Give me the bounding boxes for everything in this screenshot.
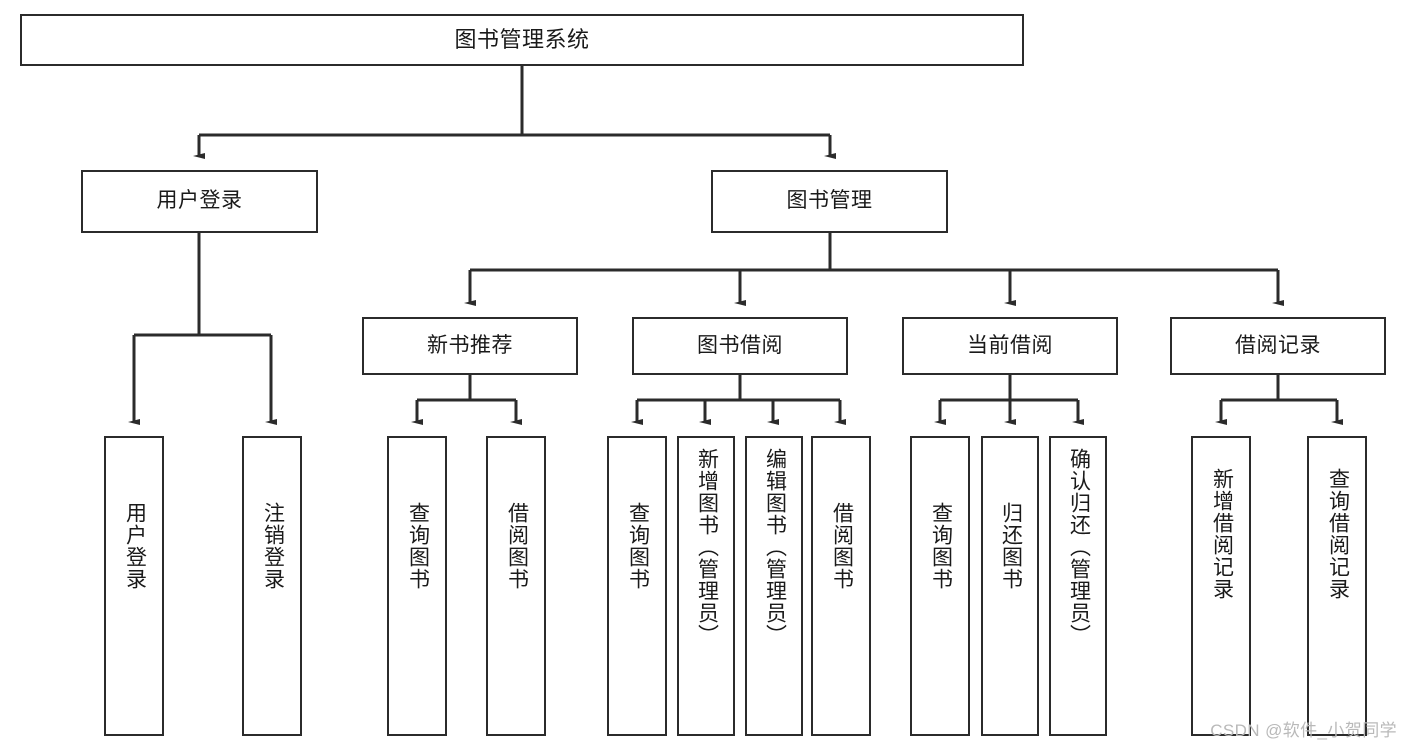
leaf-book-borrow-query-book[interactable]: 查询图书 xyxy=(607,436,667,736)
node-book-borrow[interactable]: 图书借阅 xyxy=(632,317,848,375)
node-user-login[interactable]: 用户登录 xyxy=(81,170,318,233)
leaf-book-borrow-borrow-book[interactable]: 借阅图书 xyxy=(811,436,871,736)
node-borrow-record[interactable]: 借阅记录 xyxy=(1170,317,1386,375)
node-label: 查询图书 xyxy=(406,502,430,590)
node-label: 归还图书 xyxy=(999,502,1023,590)
leaf-current-borrow-query-book[interactable]: 查询图书 xyxy=(910,436,970,736)
node-label: 查询借阅记录 xyxy=(1326,468,1350,600)
leaf-current-borrow-return-book[interactable]: 归还图书 xyxy=(981,436,1039,736)
node-root-book-management-system[interactable]: 图书管理系统 xyxy=(20,14,1024,66)
node-label: 图书管理 xyxy=(786,189,873,213)
leaf-user-login-logout[interactable]: 注销登录 xyxy=(242,436,302,736)
leaf-book-borrow-add-book-admin[interactable]: 新增图书（管理员） xyxy=(677,436,735,736)
node-label: 编辑图书（管理员） xyxy=(763,448,787,646)
node-label: 借阅图书 xyxy=(830,502,854,590)
node-label: 查询图书 xyxy=(929,502,953,590)
node-label: 借阅记录 xyxy=(1235,333,1321,357)
watermark-text: CSDN @软件_小贺同学 xyxy=(1210,721,1397,740)
leaf-borrow-record-add-record[interactable]: 新增借阅记录 xyxy=(1191,436,1251,736)
leaf-current-borrow-confirm-return-admin[interactable]: 确认归还（管理员） xyxy=(1049,436,1107,736)
node-label: 新增借阅记录 xyxy=(1210,468,1234,600)
leaf-new-book-query-book[interactable]: 查询图书 xyxy=(387,436,447,736)
leaf-book-borrow-edit-book-admin[interactable]: 编辑图书（管理员） xyxy=(745,436,803,736)
node-label: 用户登录 xyxy=(156,189,243,213)
leaf-borrow-record-query-record[interactable]: 查询借阅记录 xyxy=(1307,436,1367,736)
node-new-book-recommend[interactable]: 新书推荐 xyxy=(362,317,578,375)
node-label: 查询图书 xyxy=(626,502,650,590)
node-label: 新书推荐 xyxy=(427,333,513,357)
node-label: 图书管理系统 xyxy=(454,27,590,53)
node-label: 注销登录 xyxy=(261,502,285,590)
node-label: 确认归还（管理员） xyxy=(1067,448,1091,646)
node-label: 当前借阅 xyxy=(967,333,1053,357)
node-label: 图书借阅 xyxy=(697,333,783,357)
node-label: 用户登录 xyxy=(123,502,147,590)
node-label: 借阅图书 xyxy=(505,502,529,590)
node-current-borrow[interactable]: 当前借阅 xyxy=(902,317,1118,375)
leaf-user-login-login[interactable]: 用户登录 xyxy=(104,436,164,736)
node-book-management[interactable]: 图书管理 xyxy=(711,170,948,233)
leaf-new-book-borrow-book[interactable]: 借阅图书 xyxy=(486,436,546,736)
node-label: 新增图书（管理员） xyxy=(695,448,719,646)
